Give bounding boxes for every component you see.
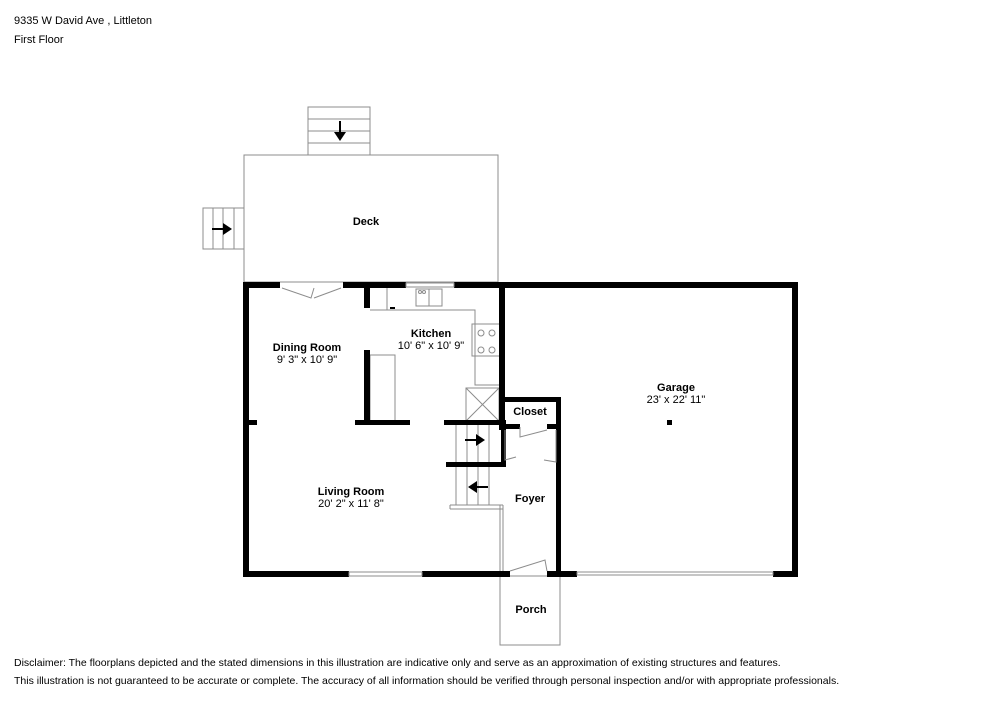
room-name: Foyer	[515, 493, 545, 505]
walls	[243, 282, 798, 577]
property-address: 9335 W David Ave , Littleton	[14, 15, 152, 27]
doors	[281, 287, 557, 572]
room-name: Closet	[513, 406, 547, 418]
windows	[348, 282, 774, 577]
floor-label: First Floor	[14, 34, 64, 46]
arrow-down-icon	[334, 121, 346, 141]
deck-stairs-top	[307, 106, 371, 156]
room-dimensions: 20' 2" x 11' 8"	[318, 498, 384, 510]
room-name: Dining Room	[272, 342, 342, 354]
stove-icon	[471, 323, 501, 357]
room-name: Porch	[515, 604, 547, 616]
room-name: Kitchen	[410, 328, 452, 340]
room-dimensions: 9' 3" x 10' 9"	[276, 354, 338, 366]
room-label-living: Living Room 20' 2" x 11' 8"	[318, 486, 385, 510]
porch-area	[499, 575, 561, 646]
refrigerator-icon	[465, 387, 500, 422]
arrow-right-icon	[212, 223, 232, 235]
room-label-garage: Garage 23' x 22' 11"	[647, 382, 706, 406]
kitchen-counters	[370, 288, 500, 386]
room-dimensions: 10' 6" x 10' 9"	[397, 340, 465, 352]
room-label-porch: Porch	[515, 604, 546, 616]
arrow-right-icon	[465, 434, 485, 446]
room-label-deck: Deck	[353, 216, 379, 228]
disclaimer-line-2: This illustration is not guaranteed to b…	[14, 675, 840, 687]
room-label-closet: Closet	[513, 406, 547, 418]
interior-stairs-upper	[455, 425, 490, 463]
sink-icon	[415, 288, 443, 307]
room-name: Garage	[657, 382, 695, 394]
disclaimer-line-1: Disclaimer: The floorplans depicted and …	[14, 657, 781, 669]
room-name: Living Room	[317, 486, 385, 498]
arrow-left-icon	[468, 481, 488, 493]
room-dimensions: 23' x 22' 11"	[646, 394, 706, 406]
dishwasher-icon	[390, 307, 395, 309]
garage-marker	[667, 420, 672, 425]
room-label-foyer: Foyer	[515, 493, 545, 505]
room-label-dining: Dining Room 9' 3" x 10' 9"	[273, 342, 341, 366]
room-label-kitchen: Kitchen 10' 6" x 10' 9"	[398, 328, 464, 352]
interior-stairs-lower	[455, 467, 490, 505]
room-name: Deck	[352, 216, 380, 228]
